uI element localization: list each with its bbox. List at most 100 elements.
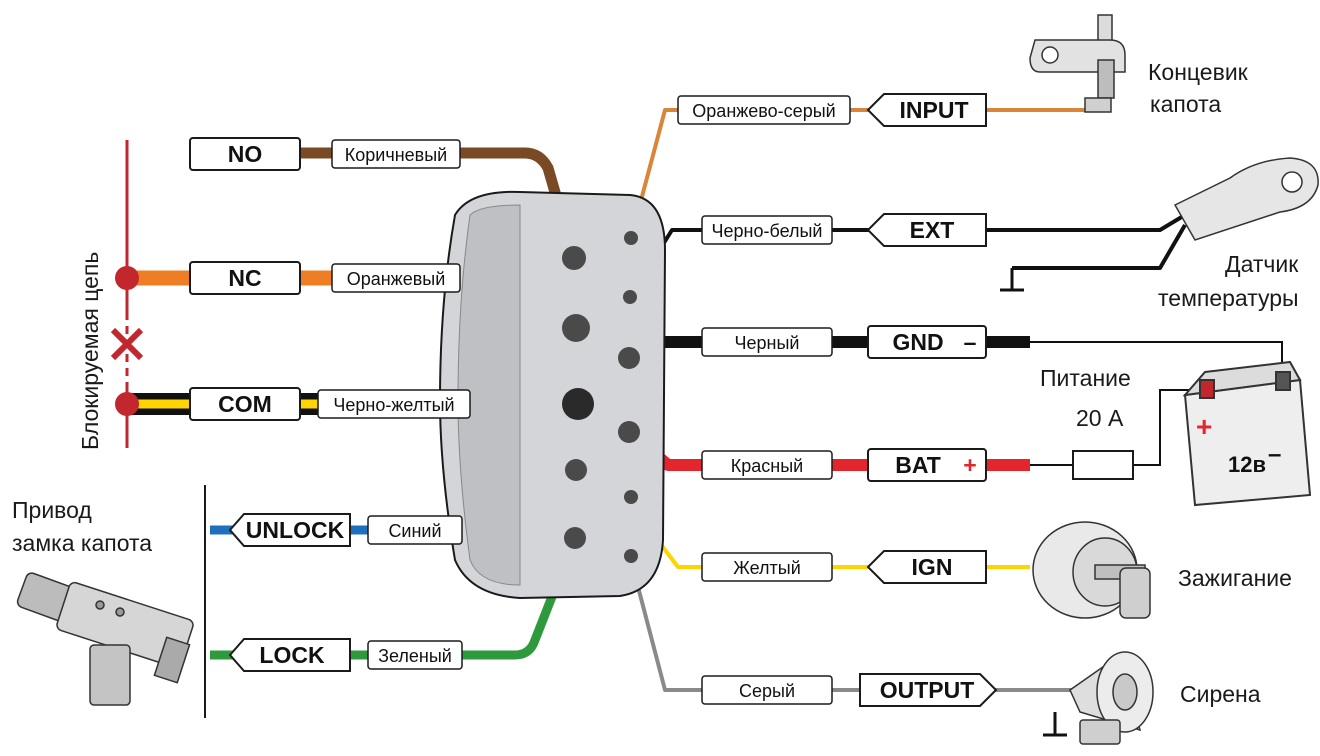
siren-caption: Сирена — [1180, 681, 1261, 707]
color-no-box — [331, 139, 461, 169]
color-gnd-box — [701, 327, 833, 357]
siren: Сирена — [1043, 651, 1261, 745]
color-ign: Желтый — [733, 558, 801, 578]
pin-ext — [623, 290, 637, 304]
color-ext: Черно-белый — [712, 221, 823, 241]
label-unlock-box — [228, 513, 351, 547]
power-caption-1: Питание — [1040, 365, 1131, 391]
pin-gnd — [618, 347, 640, 369]
label-output-box — [859, 673, 998, 707]
hood-switch-caption-1: Концевик — [1148, 59, 1249, 85]
color-lock-box — [367, 640, 463, 670]
blocked-circuit: Блокируемая цепь — [77, 140, 144, 450]
ring-terminal-icon — [1173, 157, 1319, 241]
battery-minus: – — [1268, 441, 1281, 468]
ground-symbol-siren — [1043, 712, 1067, 737]
color-bat: Красный — [731, 456, 803, 476]
color-no: Коричневый — [345, 145, 447, 165]
color-nc-box — [331, 263, 461, 293]
label-nc-box — [189, 261, 301, 295]
temp-sensor-caption-1: Датчик — [1225, 251, 1299, 277]
gnd-minus-symbol: – — [964, 329, 977, 355]
pin-input — [624, 231, 638, 245]
actuator-caption-1: Привод — [12, 497, 92, 523]
ignition-key-icon — [1032, 521, 1151, 619]
color-output: Серый — [739, 681, 795, 701]
label-input: INPUT — [900, 97, 969, 123]
temp-sensor-caption-2: температуры — [1158, 285, 1299, 311]
label-unlock: UNLOCK — [246, 517, 345, 543]
label-nc: NC — [228, 265, 261, 291]
label-ext: EXT — [910, 217, 955, 243]
ignition: Зажигание — [1032, 521, 1292, 619]
battery-plus: + — [1196, 411, 1212, 442]
actuator-caption-2: замка капота — [12, 530, 152, 556]
label-no: NO — [228, 141, 263, 167]
right-labels: Оранжево-серый INPUT Черно-белый EXT Чер… — [677, 93, 998, 707]
ignition-caption: Зажигание — [1178, 565, 1292, 591]
color-unlock: Синий — [388, 521, 441, 541]
label-output: OUTPUT — [880, 677, 975, 703]
pin-bat — [618, 421, 640, 443]
pin-no — [562, 246, 586, 270]
pin-ign — [624, 490, 638, 504]
ground-symbol-temp — [1000, 268, 1024, 292]
hood-switch-caption-2: капота — [1150, 91, 1221, 117]
circuit-node-com — [115, 392, 139, 416]
label-com: COM — [218, 391, 272, 417]
actuator-icon — [16, 572, 194, 706]
label-ext-box — [866, 213, 987, 247]
break-cross-icon — [110, 327, 144, 361]
label-gnd-box — [867, 325, 987, 359]
pin-unlock — [565, 459, 587, 481]
color-input: Оранжево-серый — [692, 101, 835, 121]
pin-lock — [564, 527, 586, 549]
color-ext-box — [701, 215, 833, 245]
label-bat: BAT — [895, 452, 941, 478]
hood-lock-actuator: Привод замка капота — [12, 485, 206, 718]
label-lock: LOCK — [259, 642, 325, 668]
label-lock-box — [228, 638, 351, 672]
alarm-module — [438, 190, 667, 600]
wire-no — [300, 147, 580, 260]
color-unlock-box — [367, 515, 463, 545]
label-com-box — [189, 387, 301, 421]
color-gnd: Черный — [735, 333, 800, 353]
color-com-box — [317, 389, 471, 419]
wire-ext-ground — [1012, 223, 1187, 270]
pin-output — [624, 549, 638, 563]
battery-voltage: 12в — [1228, 452, 1266, 477]
color-ign-box — [701, 552, 833, 582]
power-caption-2: 20 А — [1076, 405, 1124, 431]
siren-icon — [1069, 651, 1154, 745]
pin-com — [562, 388, 594, 420]
blocked-circuit-caption: Блокируемая цепь — [77, 252, 103, 450]
circuit-node-nc — [115, 266, 139, 290]
wire-input — [629, 108, 1085, 239]
label-gnd: GND — [892, 329, 943, 355]
label-ign-box — [866, 550, 987, 584]
color-output-box — [701, 675, 833, 705]
label-input-box — [866, 93, 987, 127]
temperature-sensor: Датчик температуры — [1158, 157, 1319, 311]
battery-icon — [1182, 360, 1312, 507]
wire-lock — [210, 536, 580, 660]
wire-output — [629, 559, 1075, 692]
limit-switch-icon — [1029, 14, 1126, 113]
bat-plus-symbol: + — [963, 452, 976, 478]
label-ign: IGN — [912, 554, 953, 580]
power-supply: Питание 20 А + – 12в — [1040, 360, 1312, 507]
module-side — [457, 204, 521, 586]
hood-switch: Концевик капота — [1029, 14, 1249, 117]
color-com: Черно-желтый — [333, 395, 454, 415]
color-bat-box — [701, 450, 833, 480]
pin-nc — [562, 314, 590, 342]
label-bat-box — [867, 448, 987, 482]
color-input-box — [677, 95, 851, 125]
fuse-icon — [1072, 450, 1134, 480]
color-lock: Зеленый — [378, 646, 452, 666]
color-nc: Оранжевый — [347, 269, 446, 289]
left-labels: NO Коричневый NC Оранжевый COM Черно-жел… — [189, 137, 471, 672]
label-no-box — [189, 137, 301, 171]
